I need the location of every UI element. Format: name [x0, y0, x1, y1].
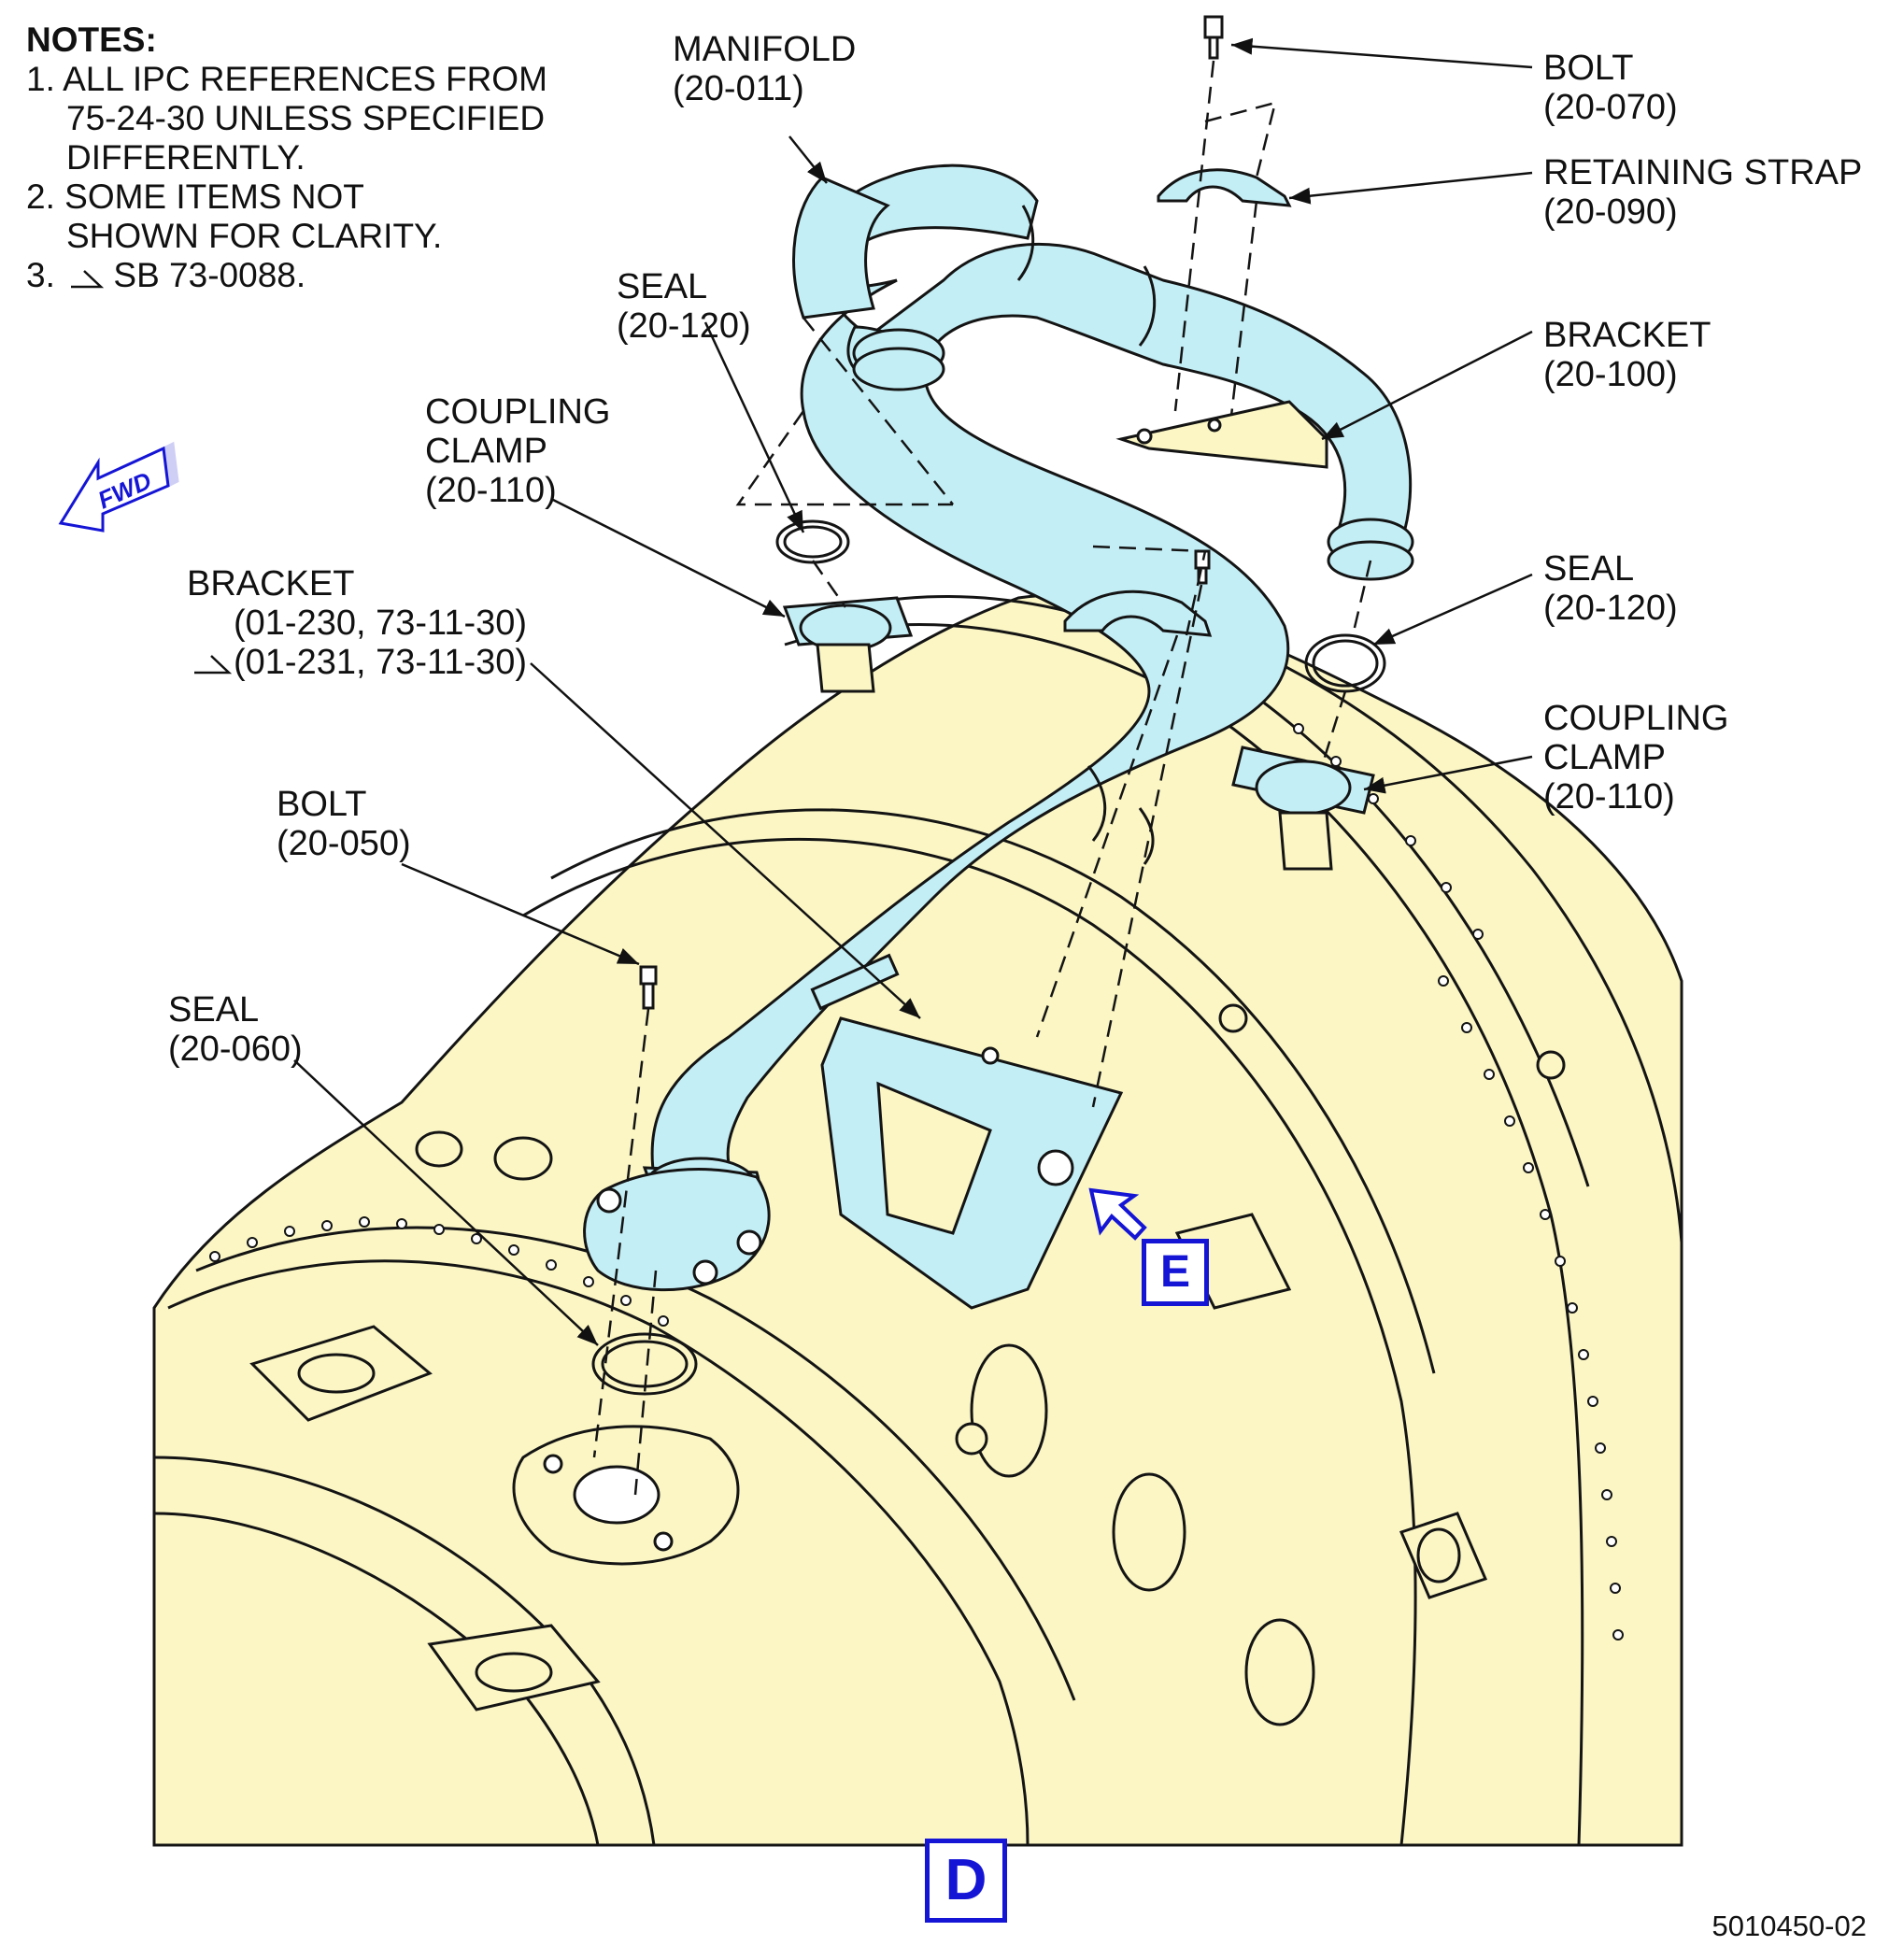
callout-bracket-right: BRACKET (20-100) [1543, 316, 1711, 394]
bracket-lower [820, 1016, 1124, 1310]
view-label-d: D [925, 1839, 1007, 1923]
callout-bracket-left: BRACKET (01-230, 73-11-30) (01-231, 73-1… [187, 564, 528, 682]
view-e-arrow [1088, 1187, 1147, 1241]
note-3: 3. SB 73-0088. [26, 256, 306, 294]
manifold-mount-pad [512, 1425, 740, 1566]
callout-manifold: MANIFOLD (20-011) [673, 30, 857, 108]
view-label-e: E [1142, 1239, 1209, 1306]
callout-bolt-left: BOLT (20-050) [277, 785, 411, 863]
note-1-line-2: 75-24-30 UNLESS SPECIFIED [66, 99, 546, 137]
notes-title: NOTES: [26, 21, 157, 59]
retaining-straps [1063, 168, 1292, 637]
note-1-line-3: DIFFERENTLY. [66, 138, 305, 177]
callout-bolt-top: BOLT (20-070) [1543, 49, 1678, 127]
leader-lines [293, 37, 1533, 1346]
figure-number: 5010450-02 [1711, 1910, 1868, 1942]
bracket-upper [1115, 400, 1328, 469]
callout-seal-top: SEAL (20-120) [617, 267, 751, 346]
fwd-arrow: FWD [58, 441, 179, 533]
assembly-lines [592, 60, 1372, 1496]
callout-coupling-clamp-right: COUPLING CLAMP (20-110) [1543, 699, 1729, 817]
callout-coupling-clamp-left: COUPLING CLAMP (20-110) [425, 392, 611, 510]
note-2: 2. SOME ITEMS NOT [26, 178, 364, 216]
note-1: 1. ALL IPC REFERENCES FROM [26, 60, 547, 98]
callout-retaining-strap: RETAINING STRAP (20-090) [1543, 153, 1863, 232]
callout-seal-left: SEAL (20-060) [168, 990, 303, 1069]
sb-flags [71, 270, 233, 675]
notes-block: NOTES: 1. ALL IPC REFERENCES FROM 75-24-… [26, 21, 547, 295]
manifold-tube [583, 163, 1414, 1292]
callout-seal-right: SEAL (20-120) [1543, 549, 1678, 628]
coupling-clamps [782, 596, 1375, 871]
note-2-line-2: SHOWN FOR CLARITY. [66, 217, 443, 255]
